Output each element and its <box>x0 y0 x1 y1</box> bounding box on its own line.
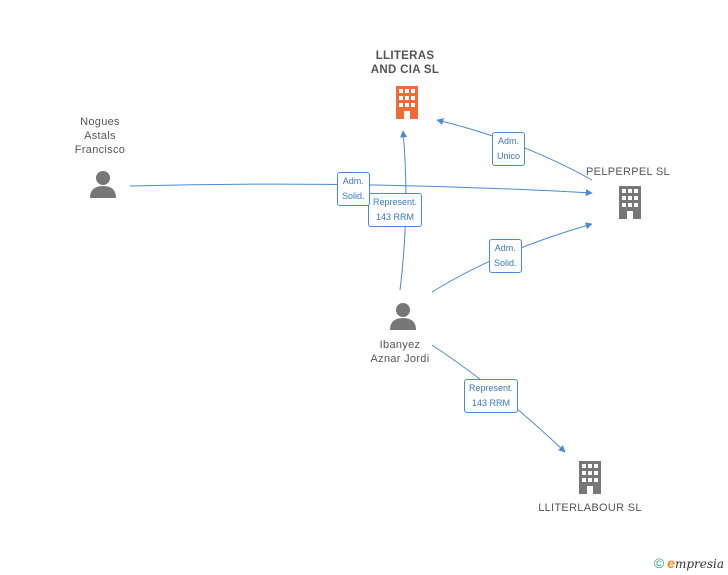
node-label-lliteras-line1: LLITERAS <box>375 50 435 62</box>
badge-pelperpel-lliteras-line1: Adm. <box>498 136 520 146</box>
footer-brand: ©empresia <box>654 555 724 571</box>
node-label-nogues-line2: Astals <box>84 130 116 142</box>
badge-ibanyez-lliteras-line2: 143 RRM <box>376 212 415 222</box>
badge-ibanyez-lliterlabour[interactable]: Represent. 143 RRM <box>464 379 519 413</box>
building-icon-lliteras[interactable] <box>392 86 422 119</box>
node-label-nogues: Nogues Astals Francisco <box>55 115 145 157</box>
node-label-lliterlabour: LLITERLABOUR SL <box>538 502 642 514</box>
copyright-icon: © <box>653 555 665 571</box>
brand-logo-text: mpresia <box>674 557 724 571</box>
node-label-nogues-line1: Nogues <box>80 116 120 128</box>
node-label-ibanyez-line2: Aznar Jordi <box>370 353 430 365</box>
building-icon-pelperpel[interactable] <box>615 186 645 219</box>
badge-ibanyez-pelperpel-line2: Solid. <box>494 258 517 268</box>
node-label-ibanyez: Ibanyez Aznar Jordi <box>355 338 445 366</box>
building-icon-lliterlabour[interactable] <box>575 461 605 494</box>
badge-ibanyez-lliteras[interactable]: Represent. 143 RRM <box>368 193 423 227</box>
badge-pelperpel-lliteras[interactable]: Adm. Unico <box>492 132 526 166</box>
badge-nogues-pelperpel-line1: Adm. <box>342 176 364 186</box>
badge-ibanyez-pelperpel[interactable]: Adm. Solid. <box>489 239 522 273</box>
node-label-nogues-line3: Francisco <box>74 144 126 156</box>
badge-ibanyez-pelperpel-line1: Adm. <box>494 243 516 253</box>
node-label-pelperpel: PELPERPEL SL <box>586 166 670 178</box>
badge-ibanyez-lliteras-line1: Represent. <box>373 197 418 207</box>
badge-pelperpel-lliteras-line2: Unico <box>497 151 521 161</box>
badge-ibanyez-lliterlabour-line1: Represent. <box>469 383 514 393</box>
badge-ibanyez-lliterlabour-line2: 143 RRM <box>472 398 511 408</box>
node-label-lliteras-line2: AND CIA SL <box>370 64 440 76</box>
person-icon-ibanyez[interactable] <box>389 302 417 330</box>
badge-nogues-pelperpel-line2: Solid. <box>342 191 365 201</box>
person-icon-nogues[interactable] <box>89 170 117 198</box>
node-label-lliteras: LLITERAS AND CIA SL <box>355 49 455 77</box>
brand-logo-e: e <box>667 555 675 571</box>
node-label-ibanyez-line1: Ibanyez <box>379 339 421 351</box>
badge-nogues-pelperpel[interactable]: Adm. Solid. <box>337 172 370 206</box>
